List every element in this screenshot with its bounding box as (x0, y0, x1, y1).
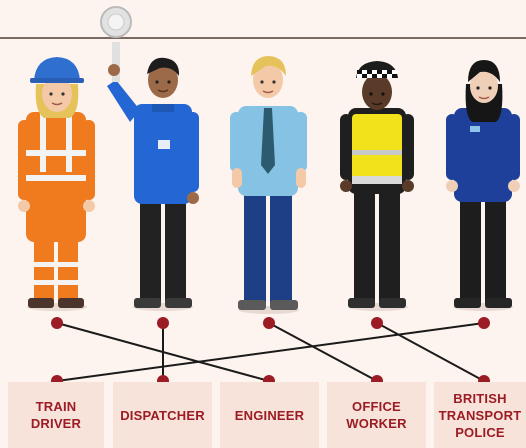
dot-person-p4[interactable] (371, 317, 383, 329)
label-british-transport-police[interactable]: BRITISH TRANSPORT POLICE (434, 382, 526, 448)
dot-person-p5[interactable] (478, 317, 490, 329)
person-navy-uniform (446, 60, 520, 311)
label-dispatcher[interactable]: DISPATCHER (113, 382, 212, 448)
person-yellow-vest (340, 61, 414, 311)
connection-line-p5-train-driver (56, 322, 485, 382)
dot-person-p2[interactable] (157, 317, 169, 329)
label-engineer[interactable]: ENGINEER (220, 382, 319, 448)
connection-lines (56, 322, 485, 382)
label-office-worker[interactable]: OFFICE WORKER (327, 382, 426, 448)
person-orange-hivis (18, 57, 95, 311)
person-blue-signal (100, 6, 199, 311)
label-train-driver[interactable]: TRAIN DRIVER (8, 382, 104, 448)
person-shirt-tie (230, 56, 307, 314)
dot-person-p1[interactable] (51, 317, 63, 329)
dot-person-p3[interactable] (263, 317, 275, 329)
connection-line-p3-office-worker (268, 322, 378, 382)
top-divider (0, 37, 526, 39)
connection-line-p4-british-transport-police (376, 322, 485, 382)
